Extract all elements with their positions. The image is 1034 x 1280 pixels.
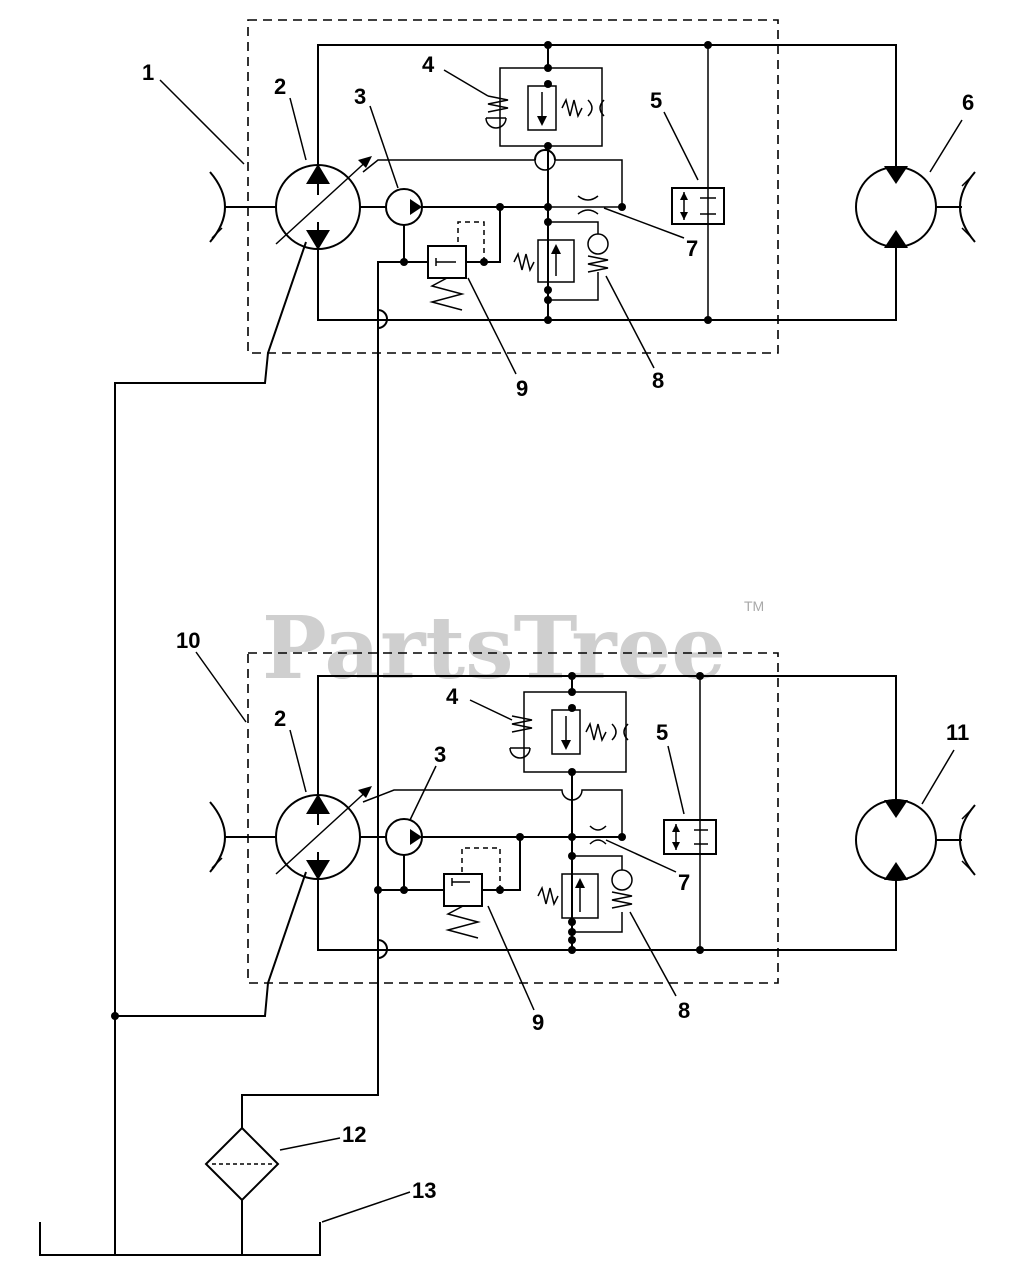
junctions-bottom — [111, 672, 704, 1020]
bottom-hydrostat-circuit — [111, 651, 976, 1020]
callout-9-bottom: 9 — [532, 1010, 544, 1035]
watermark-tm: TM — [744, 598, 764, 614]
check-relief-valve-4-top — [485, 67, 605, 147]
charge-relief-valve-bottom — [443, 847, 501, 939]
check-relief-valve-4-bottom — [509, 691, 629, 773]
callout-5-top: 5 — [650, 88, 662, 113]
check-relief-valve-8-top — [513, 221, 609, 301]
callout-3-top: 3 — [354, 84, 366, 109]
callout-6: 6 — [962, 90, 974, 115]
case-drain-line — [114, 241, 307, 1255]
variable-pump-top — [275, 156, 372, 250]
reservoir-13 — [39, 1222, 321, 1256]
filter-12 — [204, 1126, 280, 1202]
callout-12: 12 — [342, 1122, 366, 1147]
pump-housing-boundary-bottom — [247, 652, 779, 984]
wheel-motor-11 — [855, 799, 976, 881]
charge-pump-bottom — [385, 818, 423, 856]
bypass-valve-5-bottom — [663, 819, 717, 855]
callout-8-bottom: 8 — [678, 998, 690, 1023]
callout-8-top: 8 — [652, 368, 664, 393]
callout-9-top: 9 — [516, 376, 528, 401]
callout-3-bottom: 3 — [434, 742, 446, 767]
main-loop-lower-top — [317, 222, 897, 321]
top-hydrostat-circuit — [114, 19, 976, 1255]
pump-housing-boundary-top — [247, 19, 779, 354]
leaders-bottom — [195, 651, 955, 1011]
main-loop-upper-top — [317, 44, 897, 195]
orifice-top — [577, 195, 599, 215]
watermark-text: PartsTree — [262, 598, 726, 699]
callout-2-top: 2 — [274, 74, 286, 99]
variable-pump-bottom — [275, 786, 372, 880]
charge-relief-valve-top — [427, 221, 485, 311]
charge-route-top — [362, 159, 623, 208]
callout-1: 1 — [142, 60, 154, 85]
junctions-top — [400, 41, 712, 324]
callout-4-bottom: 4 — [446, 684, 459, 709]
callout-5-bottom: 5 — [656, 720, 668, 745]
charge-pump-top — [385, 188, 423, 226]
callout-4-top: 4 — [422, 52, 435, 77]
callout-7-bottom: 7 — [678, 870, 690, 895]
callout-2-bottom: 2 — [274, 706, 286, 731]
callout-7-top: 7 — [686, 236, 698, 261]
charge-suction-line — [241, 225, 405, 1128]
wheel-motor-6 — [855, 166, 976, 248]
callout-13: 13 — [412, 1178, 436, 1203]
callout-11: 11 — [946, 720, 969, 745]
leaders-top — [159, 69, 963, 375]
orifice-bottom — [589, 825, 607, 845]
bypass-valve-5-top — [671, 187, 725, 225]
callout-labels: 1 2 3 4 5 6 7 8 9 10 2 3 4 5 11 7 8 9 12… — [142, 52, 974, 1203]
callout-10: 10 — [176, 628, 200, 653]
check-relief-valve-8-bottom — [537, 855, 633, 933]
